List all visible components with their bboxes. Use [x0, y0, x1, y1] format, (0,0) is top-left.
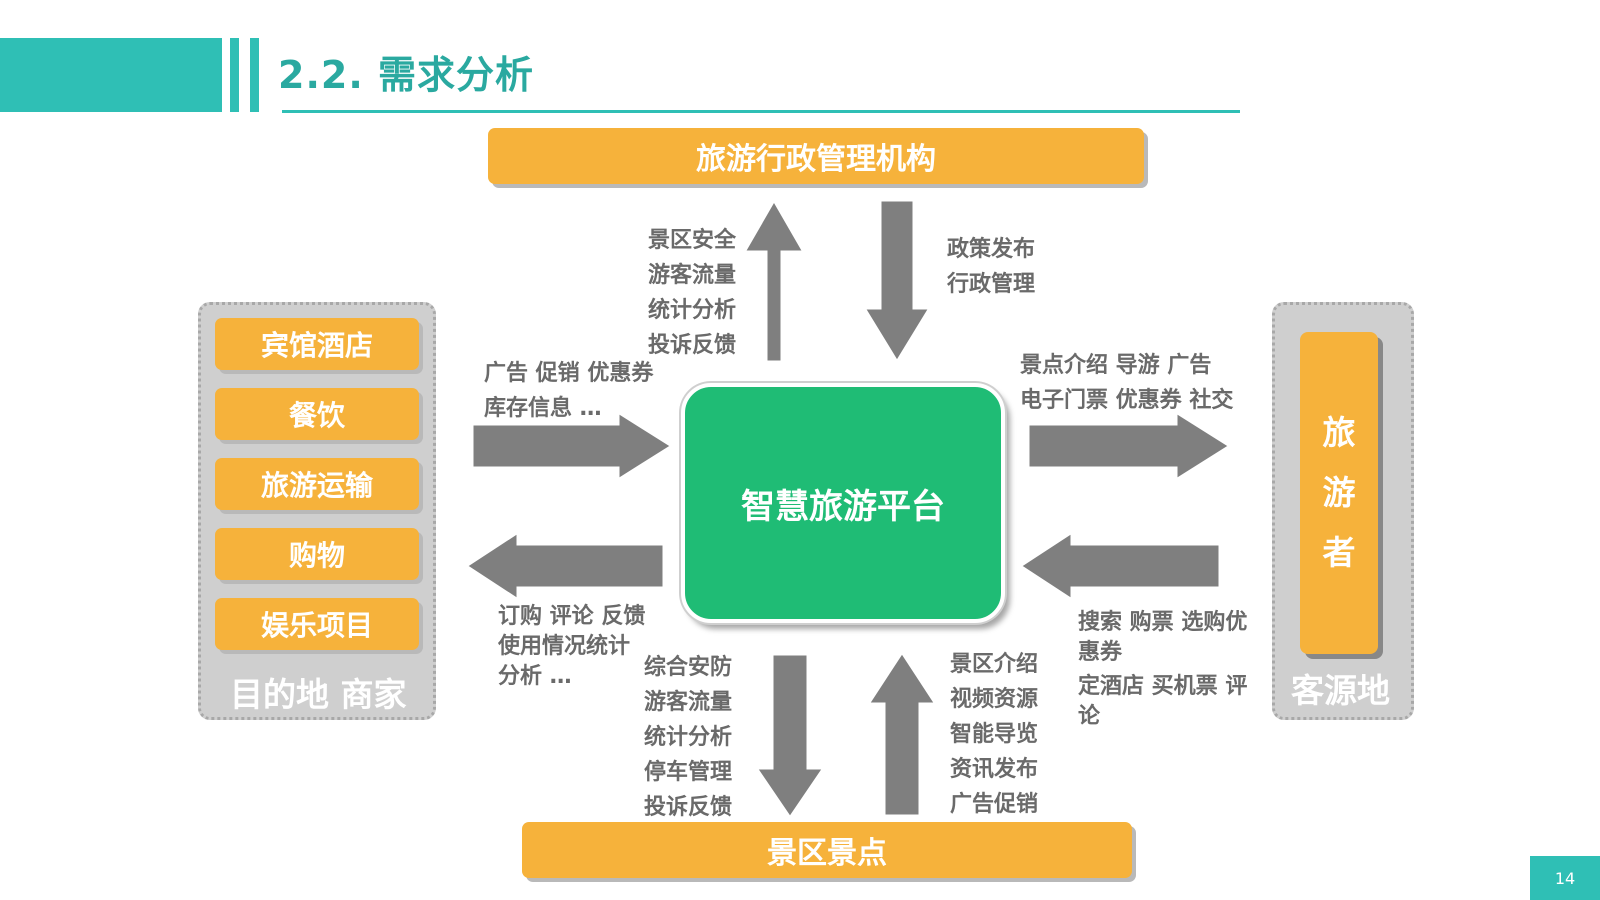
arrow-platform-to-tourist-icon: [1026, 410, 1232, 482]
tourist-box: 旅 游 者: [1300, 332, 1378, 654]
flow-down-to-scenic-labels: 综合安防 游客流量 统计分析 停车管理 投诉反馈: [644, 650, 732, 825]
flow-label: 统计分析: [648, 298, 737, 323]
header-accent-bar: [0, 38, 222, 112]
flow-label: 定酒店 买机票 评论: [1078, 674, 1248, 729]
tourist-char: 旅: [1322, 413, 1356, 452]
flow-label: 游客流量: [648, 263, 737, 288]
flow-label: 广告 促销 优惠券: [484, 361, 654, 386]
flow-label: 订购 评论 反馈: [498, 604, 646, 629]
arrow-platform-to-merchant-icon: [464, 530, 666, 602]
flow-label: 政策发布: [947, 237, 1036, 262]
merchant-item: 宾馆酒店: [215, 318, 419, 370]
arrow-up-to-admin-icon: [741, 198, 807, 364]
flow-label: 统计分析: [644, 725, 733, 750]
flow-label: 电子门票 优惠券 社交: [1020, 388, 1234, 413]
flow-label: 资讯发布: [950, 757, 1039, 782]
merchant-item: 旅游运输: [215, 458, 419, 510]
header-accent-stripe: [250, 38, 259, 112]
flow-up-to-admin-labels: 景区安全 游客流量 统计分析 投诉反馈: [648, 223, 736, 363]
merchant-panel: [198, 302, 436, 720]
merchant-panel-caption: 目的地 商家: [230, 675, 407, 714]
tourism-admin-box: 旅游行政管理机构: [488, 128, 1144, 184]
arrow-up-from-scenic-icon: [866, 650, 938, 818]
flow-label: 游客流量: [644, 690, 733, 715]
flow-label: 库存信息 …: [484, 396, 602, 421]
merchant-item: 餐饮: [215, 388, 419, 440]
flow-label: 智能导览: [950, 722, 1039, 747]
tourist-char: 游: [1322, 473, 1356, 512]
merchant-item: 购物: [215, 528, 419, 580]
flow-label: 搜索 购票 选购优惠券: [1078, 610, 1248, 665]
flow-label: 景点介绍 导游 广告: [1020, 353, 1212, 378]
page-title: 2.2. 需求分析: [278, 53, 534, 97]
flow-tourist-to-platform-labels: 搜索 购票 选购优惠券 定酒店 买机票 评论: [1078, 608, 1262, 732]
flow-label: 景区介绍: [950, 652, 1039, 677]
page-number: 14: [1530, 856, 1600, 900]
tourist-char: 者: [1322, 533, 1356, 572]
header-accent-stripe: [230, 38, 239, 112]
flow-label: 视频资源: [950, 687, 1039, 712]
flow-platform-to-tourist-labels: 景点介绍 导游 广告 电子门票 优惠券 社交: [1020, 348, 1233, 418]
flow-down-from-admin-labels: 政策发布 行政管理: [947, 232, 1035, 302]
flow-label: 停车管理: [644, 760, 733, 785]
flow-up-from-scenic-labels: 景区介绍 视频资源 智能导览 资讯发布 广告促销: [950, 647, 1038, 822]
arrow-down-to-scenic-icon: [754, 652, 826, 820]
arrow-merchant-to-platform-icon: [470, 410, 674, 482]
title-rule: [282, 110, 1240, 113]
arrow-tourist-to-platform-icon: [1018, 530, 1222, 602]
flow-label: 行政管理: [947, 272, 1036, 297]
smart-tourism-platform: 智慧旅游平台: [681, 383, 1005, 623]
flow-label: 综合安防: [644, 655, 733, 680]
flow-label: 景区安全: [648, 228, 737, 253]
flow-label: 投诉反馈: [648, 333, 737, 358]
flow-label: 投诉反馈: [644, 795, 733, 820]
scenic-spot-box: 景区景点: [522, 822, 1132, 878]
flow-label: 使用情况统计分析 …: [498, 634, 631, 689]
arrow-down-from-admin-icon: [862, 198, 932, 364]
flow-merchant-to-platform-labels: 广告 促销 优惠券 库存信息 …: [484, 356, 653, 426]
merchant-item: 娱乐项目: [215, 598, 419, 650]
flow-label: 广告促销: [950, 792, 1039, 817]
tourist-panel-caption: 客源地: [1291, 671, 1390, 710]
flow-platform-to-merchant-labels: 订购 评论 反馈 使用情况统计分析 …: [498, 602, 648, 692]
